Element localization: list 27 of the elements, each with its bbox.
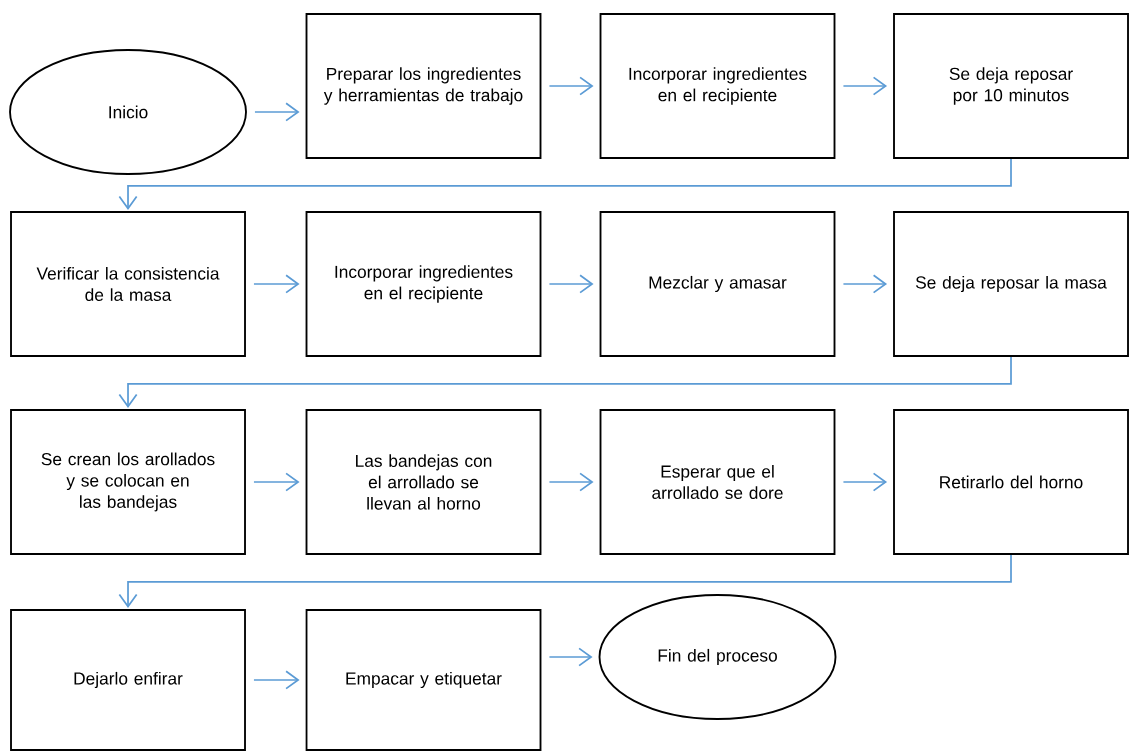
process-box: Se deja reposar por 10 minutos: [893, 13, 1129, 159]
arrow: [118, 554, 1012, 609]
process-box: Incorporar ingredientes en el recipiente: [599, 13, 836, 159]
process-box: Mezclar y amasar: [599, 211, 836, 357]
process-box: Esperar que el arrollado se dore: [599, 409, 836, 555]
process-box: Se crean los arollados y se colocan en las bandejas: [10, 409, 246, 555]
process-box: Dejarlo enfirar: [10, 609, 246, 751]
process-box: Retirarlo del horno: [893, 409, 1129, 555]
arrow: [118, 158, 1012, 211]
arrow: [548, 647, 593, 667]
process-box: Empacar y etiquetar: [305, 609, 542, 751]
process-box: Se deja reposar la masa: [893, 211, 1129, 357]
process-box: Preparar los ingredientes y herramientas de trabajo: [305, 13, 542, 159]
arrow: [842, 76, 888, 96]
arrow: [548, 274, 594, 294]
arrow: [842, 472, 888, 492]
process-box: Verificar la consistencia de la masa: [10, 211, 246, 357]
process-box: Las bandejas con el arrollado se llevan al horno: [305, 409, 542, 555]
arrow: [253, 670, 300, 690]
arrow: [118, 356, 1012, 409]
arrow: [842, 274, 888, 294]
arrow: [548, 472, 594, 492]
arrow: [548, 76, 594, 96]
arrow: [253, 472, 300, 492]
arrow: [253, 274, 300, 294]
arrow: [254, 102, 300, 122]
process-box: Incorporar ingredientes en el recipiente: [305, 211, 542, 357]
